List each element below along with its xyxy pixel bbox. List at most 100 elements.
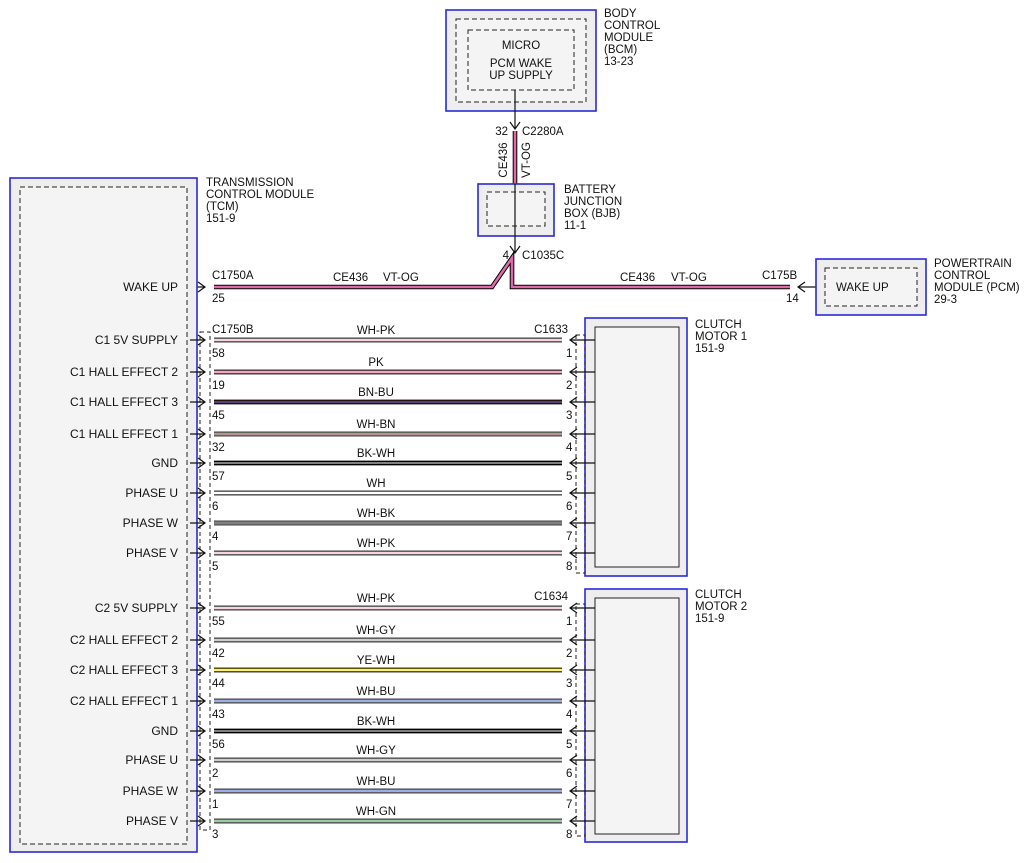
tcm-signal-phase-v: PHASE V xyxy=(126,814,178,828)
wire-color-label: BN-BU xyxy=(358,387,394,399)
bcm-supply-label-2: UP SUPPLY xyxy=(489,70,553,82)
tcm-signal-phase-w: PHASE W xyxy=(123,516,179,530)
tcm-pin-arrow-icon xyxy=(190,396,207,408)
motor-pin-arrow-icon xyxy=(568,602,595,614)
tcm-pin-arrow-icon xyxy=(190,695,207,707)
motor-pin-arrow-icon xyxy=(568,815,595,827)
pcm-label-4: 29-3 xyxy=(934,294,957,306)
motor-pin-arrow-icon xyxy=(568,754,595,766)
motor-pin-number: 7 xyxy=(566,799,572,811)
tcm-pin-arrow-icon xyxy=(190,602,207,614)
wake-pcm-connector: C175B xyxy=(762,270,797,282)
wake-right-color: VT-OG xyxy=(671,272,707,284)
pcm-inner xyxy=(824,267,918,307)
tcm-pin-number: 43 xyxy=(212,709,225,721)
c2280a-name: C2280A xyxy=(522,126,564,138)
tcm-signal-c1-5v-supply: C1 5V SUPPLY xyxy=(95,333,178,347)
c1634-connector-outline xyxy=(575,603,586,837)
tcm-label-1: TRANSMISSION xyxy=(206,177,294,189)
tcm-label-3: (TCM) xyxy=(206,201,239,213)
wake-right-circuit: CE436 xyxy=(620,272,655,284)
wake-wire xyxy=(214,250,790,290)
motor-pin-number: 1 xyxy=(566,616,572,628)
wire-color-label: BK-WH xyxy=(357,448,395,460)
bcm-label-5: 13-23 xyxy=(604,56,633,68)
tcm-signal-c2-5v-supply: C2 5V SUPPLY xyxy=(95,601,178,615)
tcm-pin-arrow-icon xyxy=(190,664,207,676)
motor-pin-number: 4 xyxy=(566,709,573,721)
tcm-pin-arrow-icon xyxy=(190,517,207,529)
c1035c-pin-icon xyxy=(509,245,521,255)
pcm-label-3: MODULE (PCM) xyxy=(934,282,1020,294)
bcm-micro-box xyxy=(467,29,575,91)
wire-color-label: WH-BK xyxy=(357,508,396,520)
motor-pin-number: 6 xyxy=(566,768,572,780)
motor-pin-number: 7 xyxy=(566,531,572,543)
wake-tcm-connector: C1750A xyxy=(212,270,254,282)
tcm-signal-gnd: GND xyxy=(151,724,178,738)
motor-pin-arrow-icon xyxy=(568,366,595,378)
tcm-pin-arrow-icon xyxy=(190,815,207,827)
c1634-name: C1634 xyxy=(534,591,568,603)
motor-pin-number: 6 xyxy=(566,501,572,513)
tcm-signal-phase-u: PHASE U xyxy=(125,753,178,767)
tcm-label-2: CONTROL MODULE xyxy=(206,189,315,201)
motor-pin-arrow-icon xyxy=(568,487,595,499)
wire-color-label: WH-BU xyxy=(357,776,396,788)
c1035c-name: C1035C xyxy=(522,250,564,262)
tcm-signal-wake-up: WAKE UP xyxy=(123,280,178,294)
tcm-pin-number: 2 xyxy=(212,768,218,780)
motor-pin-number: 8 xyxy=(566,829,572,841)
wire-color-label: WH-GN xyxy=(356,806,396,818)
motor-pin-arrow-icon xyxy=(568,334,595,346)
tcm-pin-arrow-icon xyxy=(190,334,207,346)
wire-color-label: WH-BU xyxy=(357,686,396,698)
wire-color-label: BK-WH xyxy=(357,716,395,728)
wake-pcm-pin-icon xyxy=(796,281,816,293)
tcm-pin-number: 55 xyxy=(212,616,225,628)
wire-color-label: WH-PK xyxy=(357,538,396,550)
tcm-signal-gnd: GND xyxy=(151,456,178,470)
motor-pin-arrow-icon xyxy=(568,725,595,737)
tcm-signal-phase-v: PHASE V xyxy=(126,546,178,560)
wire-color-label: WH-BN xyxy=(357,419,396,431)
tcm-signal-c2-hall-effect-1: C2 HALL EFFECT 1 xyxy=(70,694,178,708)
tcm-pin-arrow-icon xyxy=(190,547,207,559)
motor-pin-number: 4 xyxy=(566,442,573,454)
pcm-module: WAKE UP POWERTRAIN CONTROL MODULE (PCM) … xyxy=(815,258,1020,316)
motor-pin-arrow-icon xyxy=(568,547,595,559)
tcm-pin-number: 57 xyxy=(212,471,225,483)
bcm-bjb-color: VT-OG xyxy=(521,142,533,178)
tcm-pin-number: 4 xyxy=(212,531,219,543)
tcm-pin-number: 5 xyxy=(212,561,218,573)
tcm-signal-c1-hall-effect-1: C1 HALL EFFECT 1 xyxy=(70,427,178,441)
motor1-label-2: MOTOR 1 xyxy=(695,331,747,343)
motor-pin-arrow-icon xyxy=(568,457,595,469)
motor-pin-number: 2 xyxy=(566,648,572,660)
c1750b-connector-outline xyxy=(199,331,211,831)
tcm-pin-arrow-icon xyxy=(190,428,207,440)
motor1-wire-4: C1 HALL EFFECT 1 WH-BN 32 4 xyxy=(70,419,595,454)
tcm-pin-number: 32 xyxy=(212,442,225,454)
bjb-label-4: 11-1 xyxy=(564,220,586,232)
motor-pin-arrow-icon xyxy=(568,785,595,797)
motor1-wire-7: PHASE W WH-BK 4 7 xyxy=(123,508,595,543)
bcm-supply-label-1: PCM WAKE xyxy=(490,58,553,70)
motor-pin-number: 8 xyxy=(566,561,572,573)
bjb-label-3: BOX (BJB) xyxy=(564,208,620,220)
tcm-pin-arrow-icon xyxy=(190,487,207,499)
tcm-inner xyxy=(19,186,188,845)
bjb-label-1: BATTERY xyxy=(564,184,616,196)
wire-color-label: YE-WH xyxy=(357,655,395,667)
tcm-pin-number: 45 xyxy=(212,410,225,422)
motor-pin-number: 1 xyxy=(566,348,572,360)
